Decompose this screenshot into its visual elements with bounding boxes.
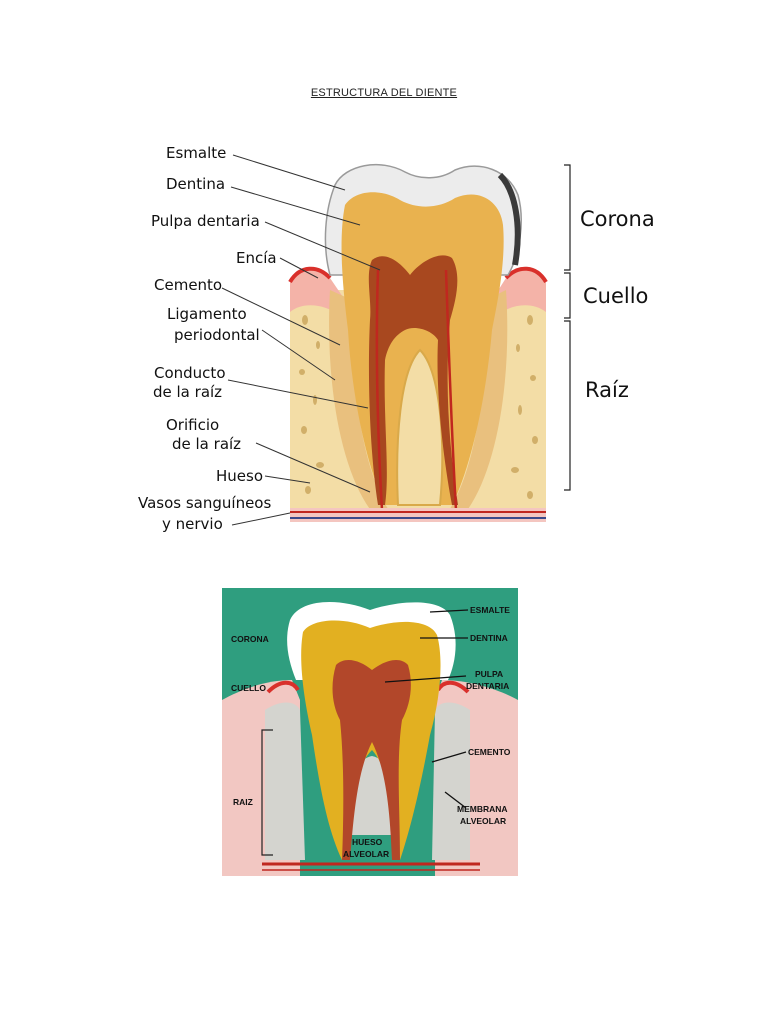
label2-pulpa-1: PULPA [475,669,503,679]
region-cuello: Cuello [583,284,648,308]
label2-cemento: CEMENTO [468,747,511,757]
label2-hueso-1: HUESO [352,837,383,847]
label-pulpa-dentaria: Pulpa dentaria [151,212,260,230]
label2-esmalte: ESMALTE [470,605,510,615]
label-vasos-2: y nervio [162,515,223,533]
tooth-illustration-2 [222,588,518,876]
label-conducto-2: de la raíz [153,383,222,401]
label2-dentina: DENTINA [470,633,508,643]
label2-membrana-1: MEMBRANA [457,804,508,814]
label-orificio-1: Orificio [166,416,219,434]
label-esmalte: Esmalte [166,144,226,162]
label-conducto-1: Conducto [154,364,226,382]
label2-membrana-2: ALVEOLAR [460,816,506,826]
region-corona: Corona [580,207,655,231]
label-dentina: Dentina [166,175,225,193]
label-hueso: Hueso [216,467,263,485]
label-ligamento-1: Ligamento [167,305,247,323]
label-encia: Encía [236,249,277,267]
label2-hueso-2: ALVEOLAR [343,849,389,859]
label-cemento: Cemento [154,276,222,294]
label2-corona: CORONA [231,634,269,644]
region-brackets [564,164,571,491]
leader-lines-2 [384,609,469,809]
label-ligamento-2: periodontal [174,326,260,344]
region-raiz: Raíz [585,378,629,402]
label-orificio-2: de la raíz [172,435,241,453]
document-title: ESTRUCTURA DEL DIENTE [310,87,458,99]
label2-raiz: RAIZ [233,797,253,807]
leader-lines-1 [221,154,381,526]
label2-pulpa-2: DENTARIA [466,681,509,691]
label-vasos-1: Vasos sanguíneos [138,494,271,512]
tooth-illustration-1 [288,164,548,522]
label2-cuello: CUELLO [231,683,266,693]
